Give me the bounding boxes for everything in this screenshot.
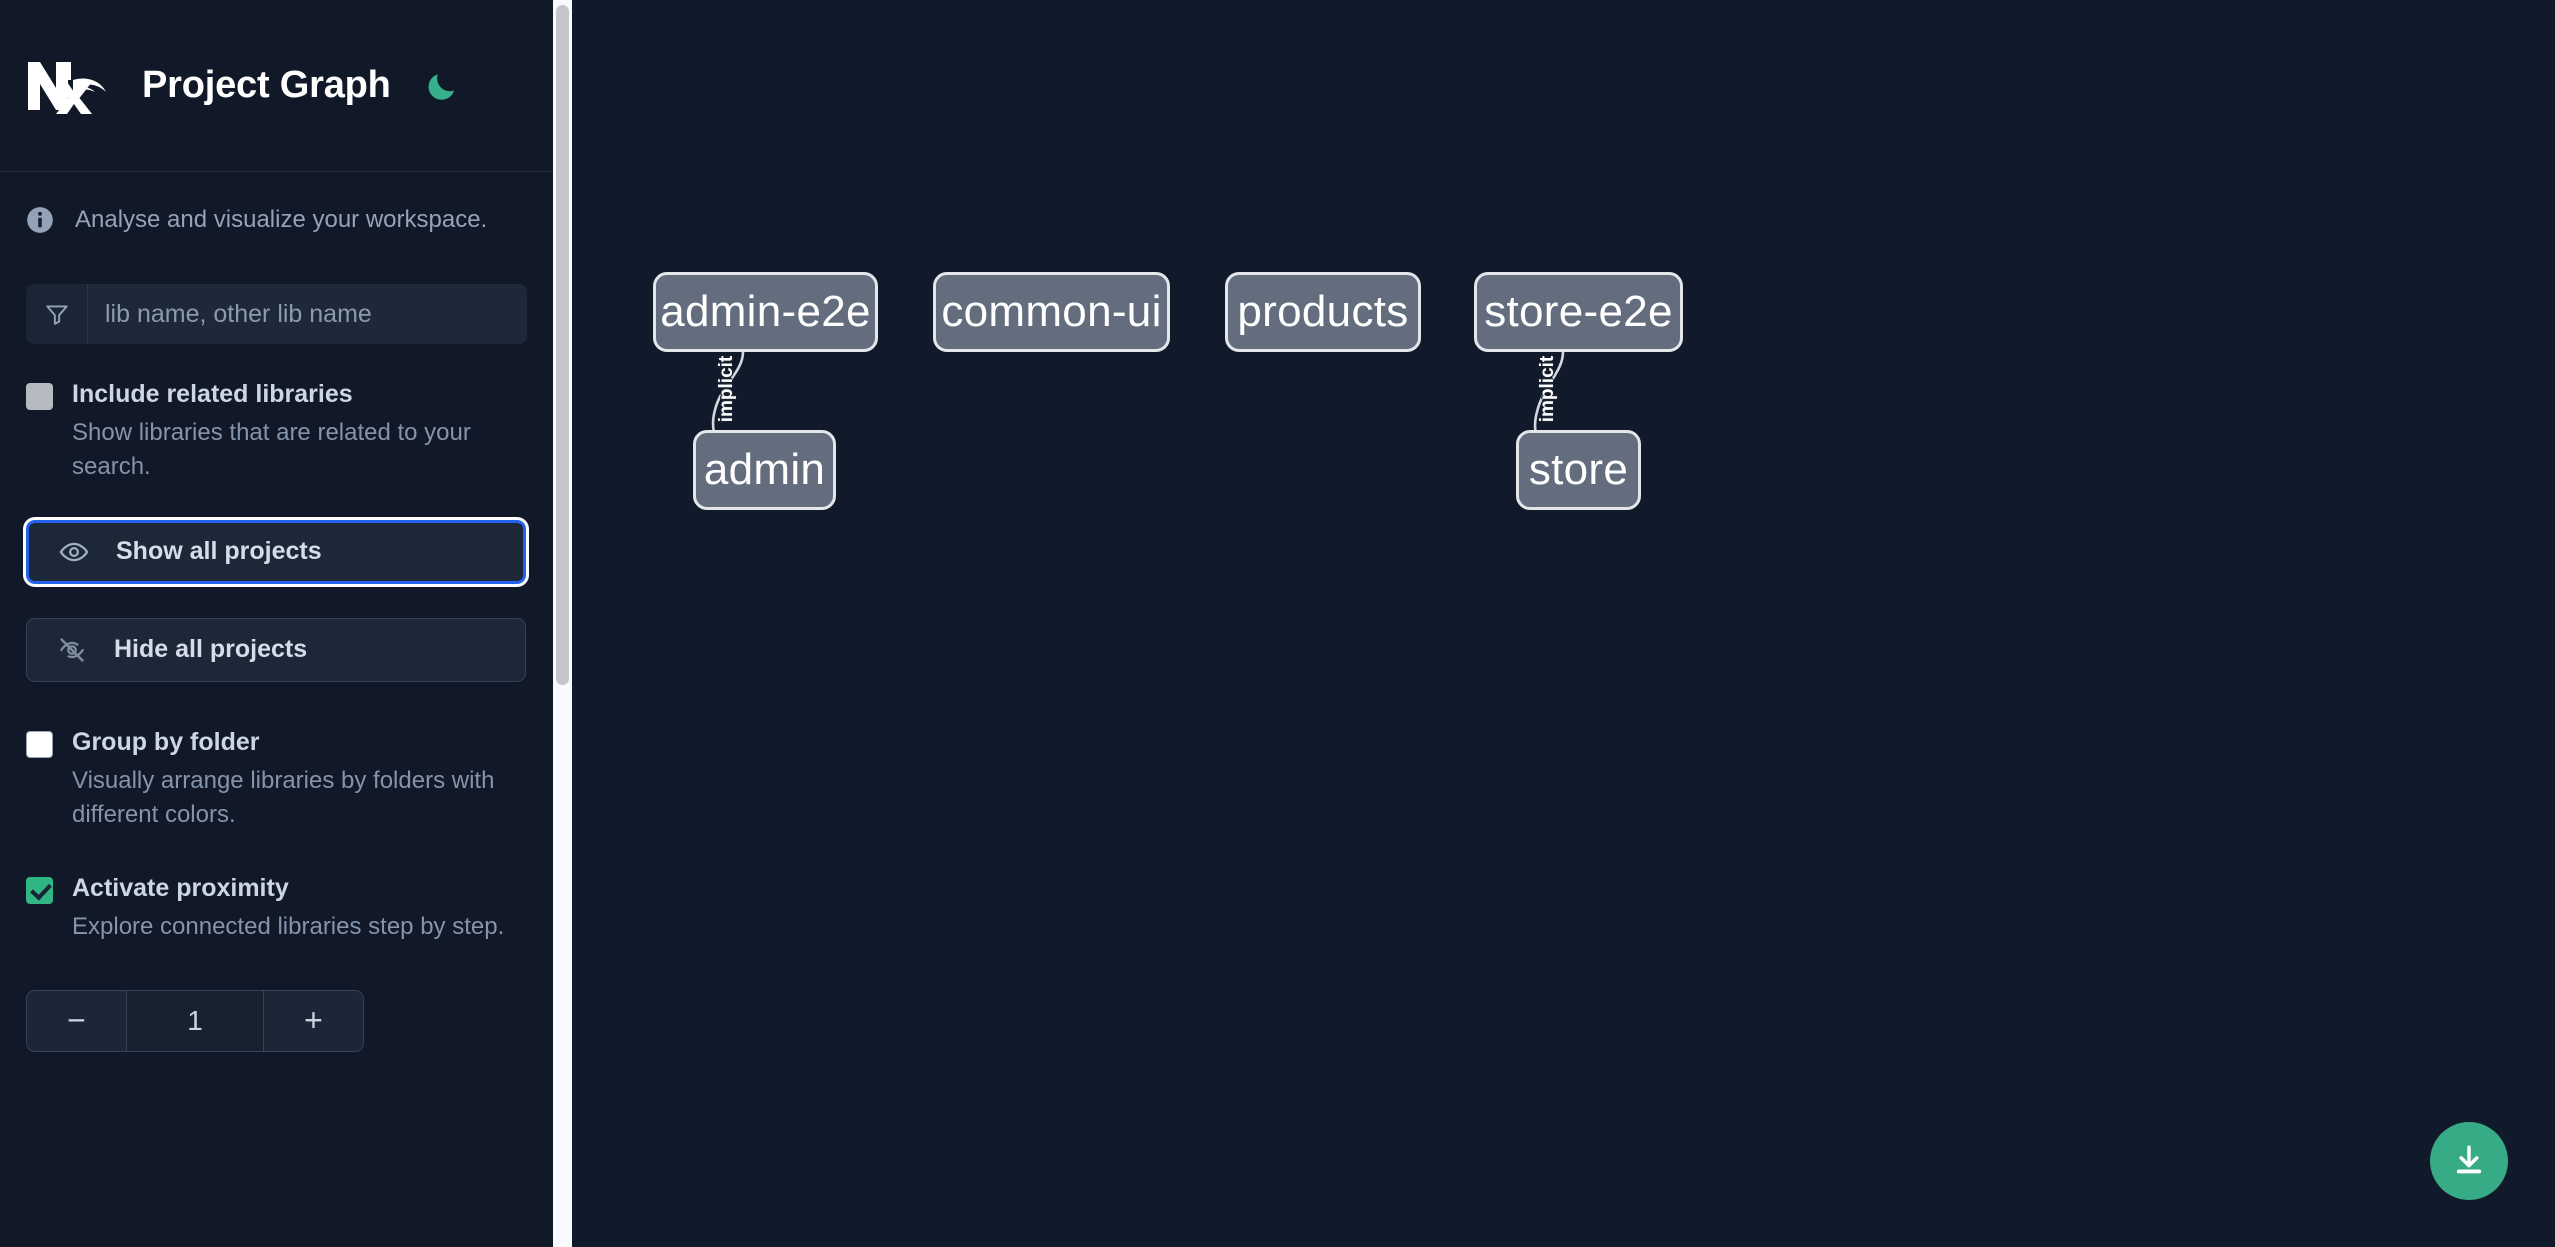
group-by-folder-checkbox[interactable] bbox=[26, 730, 53, 758]
filter-funnel-icon bbox=[26, 284, 88, 344]
download-graph-button[interactable] bbox=[2430, 1122, 2508, 1200]
option-label: Include related libraries bbox=[72, 380, 353, 408]
graph-node-label: admin-e2e bbox=[660, 287, 871, 336]
proximity-stepper[interactable]: − 1 + bbox=[26, 989, 364, 1052]
graph-node-label: common-ui bbox=[941, 287, 1162, 336]
sidebar-scrollbar[interactable] bbox=[553, 0, 572, 1247]
proximity-value: 1 bbox=[127, 990, 263, 1051]
graph-canvas[interactable]: admin-e2e common-ui products store-e2e a… bbox=[553, 0, 2555, 1247]
graph-node-store[interactable]: store bbox=[1516, 430, 1641, 510]
option-group-by-folder[interactable]: Group by folder Visually arrange librari… bbox=[0, 682, 553, 832]
graph-node-products[interactable]: products bbox=[1225, 272, 1421, 352]
brand-header: Project Graph bbox=[0, 0, 553, 172]
download-icon bbox=[2451, 1142, 2487, 1181]
option-label: Group by folder bbox=[72, 727, 260, 756]
graph-node-common-ui[interactable]: common-ui bbox=[933, 272, 1170, 352]
include-related-libraries-checkbox[interactable] bbox=[26, 383, 53, 410]
info-circle-icon bbox=[26, 206, 54, 234]
option-description: Show libraries that are related to your … bbox=[72, 418, 471, 480]
option-description: Visually arrange libraries by folders wi… bbox=[72, 766, 495, 828]
graph-node-admin-e2e[interactable]: admin-e2e bbox=[653, 272, 878, 352]
sidebar: Project Graph Analyse and visualize your… bbox=[0, 0, 553, 1247]
workspace-info-text: Analyse and visualize your workspace. bbox=[75, 206, 488, 233]
proximity-stepper-section: − 1 + bbox=[0, 944, 553, 1052]
sidebar-scrollbar-thumb[interactable] bbox=[556, 5, 569, 685]
option-activate-proximity[interactable]: Activate proximity Explore connected lib… bbox=[0, 832, 553, 944]
eye-off-icon bbox=[53, 635, 91, 665]
graph-node-store-e2e[interactable]: store-e2e bbox=[1474, 272, 1683, 352]
graph-node-label: admin bbox=[703, 445, 826, 494]
graph-node-label: store bbox=[1528, 445, 1629, 494]
proximity-decrement-button[interactable]: − bbox=[27, 990, 127, 1051]
graph-node-admin[interactable]: admin bbox=[693, 430, 836, 510]
activate-proximity-checkbox[interactable] bbox=[26, 876, 53, 904]
graph-node-label: store-e2e bbox=[1484, 287, 1673, 336]
page-title: Project Graph bbox=[142, 64, 391, 106]
option-description: Explore connected libraries step by step… bbox=[72, 912, 505, 940]
eye-icon bbox=[55, 537, 93, 567]
option-label: Activate proximity bbox=[72, 873, 289, 902]
nx-logo-icon bbox=[26, 58, 110, 114]
workspace-info: Analyse and visualize your workspace. bbox=[0, 172, 553, 234]
show-all-projects-button[interactable]: Show all projects bbox=[26, 519, 526, 584]
hide-all-projects-button[interactable]: Hide all projects bbox=[26, 617, 526, 682]
moon-icon[interactable] bbox=[421, 65, 463, 107]
option-include-related-libraries[interactable]: Include related libraries Show libraries… bbox=[0, 344, 553, 484]
search-input[interactable] bbox=[88, 284, 527, 344]
graph-edges bbox=[708, 351, 1565, 461]
graph-node-label: products bbox=[1237, 287, 1409, 336]
visibility-buttons: Show all projects Hide all projects bbox=[0, 484, 553, 682]
search-section bbox=[0, 234, 553, 344]
show-all-projects-label: Show all projects bbox=[116, 537, 322, 566]
proximity-increment-button[interactable]: + bbox=[263, 990, 363, 1051]
search-box[interactable] bbox=[26, 284, 527, 344]
hide-all-projects-label: Hide all projects bbox=[114, 635, 308, 664]
